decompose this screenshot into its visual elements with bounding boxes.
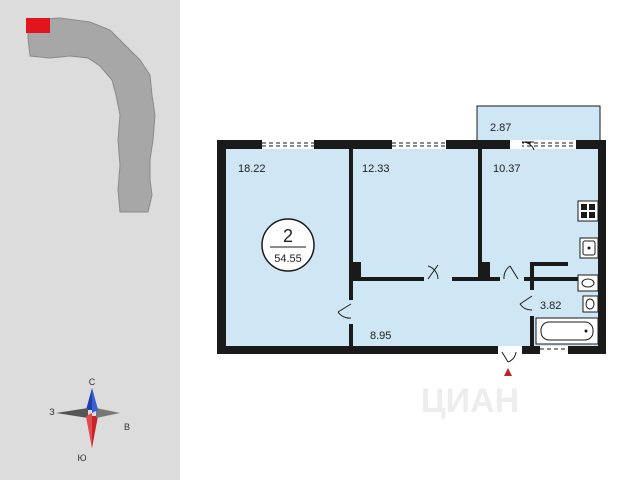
windows bbox=[262, 140, 576, 354]
window-bathroom-bottom bbox=[540, 346, 568, 354]
stove-icon bbox=[577, 200, 599, 222]
door-kitchen bbox=[500, 265, 524, 281]
window-room-1 bbox=[262, 140, 314, 149]
balcony-area: 2.87 bbox=[490, 122, 511, 134]
door-room-1 bbox=[337, 300, 353, 324]
watermark: ЦИАН bbox=[421, 382, 519, 420]
building-minimap bbox=[26, 17, 156, 213]
window-kitchen bbox=[520, 140, 576, 149]
column-2 bbox=[482, 262, 490, 281]
hallway-area: 8.95 bbox=[370, 330, 391, 342]
doors bbox=[337, 140, 535, 363]
wall-bottom bbox=[217, 346, 606, 354]
door-balcony bbox=[510, 140, 535, 151]
hallway-fill bbox=[353, 281, 530, 346]
kitchen-sink-icon bbox=[579, 237, 599, 259]
compass-east bbox=[96, 408, 120, 418]
wall-room1-right bbox=[349, 149, 353, 346]
compass-label-south: Ю bbox=[77, 453, 86, 463]
bathtub-icon bbox=[535, 317, 599, 345]
selected-section-marker bbox=[26, 18, 50, 33]
washbasin-icon bbox=[577, 274, 599, 292]
wall-corridor-top bbox=[353, 277, 598, 281]
wall-room2-right bbox=[478, 149, 482, 281]
door-entrance bbox=[498, 346, 522, 363]
room-labels: 18.22 12.33 10.37 2.87 3.82 8.95 bbox=[238, 122, 561, 342]
toilet-icon bbox=[582, 295, 599, 313]
room-fills bbox=[226, 105, 601, 346]
door-room-2 bbox=[424, 264, 452, 281]
bathroom-area: 3.82 bbox=[540, 300, 561, 312]
room-2-area: 12.33 bbox=[362, 163, 390, 175]
entrance-marker bbox=[504, 368, 512, 376]
apartment-badge: 2 54.55 bbox=[261, 218, 315, 272]
kitchen-area: 10.37 bbox=[493, 163, 521, 175]
window-room-2 bbox=[392, 140, 446, 149]
rooms-count: 2 bbox=[283, 226, 293, 246]
door-bathroom bbox=[519, 290, 534, 316]
total-area: 54.55 bbox=[274, 253, 302, 265]
balcony-fill bbox=[476, 105, 601, 143]
room-2-fill bbox=[353, 149, 478, 277]
compass-label-north: С bbox=[89, 377, 96, 387]
column-1 bbox=[353, 262, 361, 281]
compass-west bbox=[56, 408, 88, 418]
fixtures bbox=[535, 200, 599, 345]
building-shape bbox=[27, 17, 156, 213]
compass-label-east: В bbox=[124, 422, 130, 432]
compass-label-west: З bbox=[49, 407, 54, 417]
wall-right bbox=[598, 140, 606, 354]
room-1-area: 18.22 bbox=[238, 163, 266, 175]
wall-left bbox=[217, 140, 226, 354]
wall-bath-top bbox=[530, 262, 568, 266]
compass: С Ю З В bbox=[49, 377, 130, 463]
